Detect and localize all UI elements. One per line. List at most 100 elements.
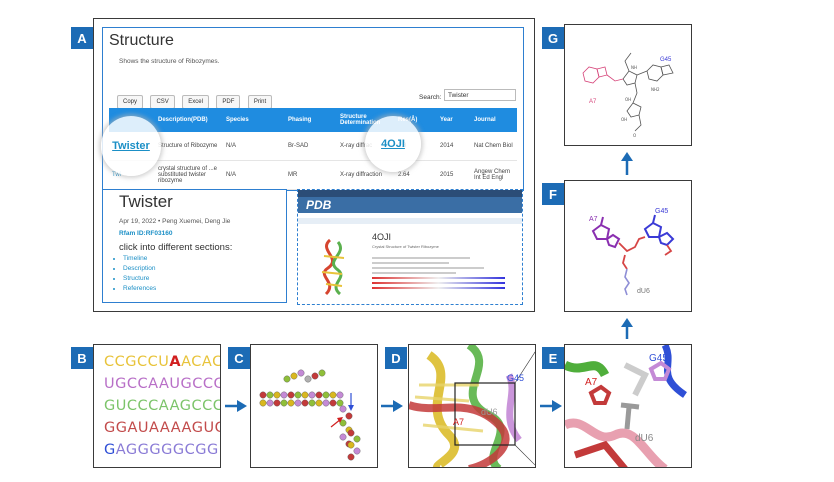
section-list: Timeline Description Structure Reference…	[107, 254, 156, 294]
nucleotide: A	[181, 354, 192, 370]
nucleotide: U	[203, 420, 215, 436]
pdb-logo: PDB	[306, 198, 332, 212]
sequence-line-1: CCGCCUAACAC	[104, 351, 220, 373]
nucleotide: C	[202, 398, 213, 414]
svg-text:OH: OH	[625, 97, 631, 102]
base-dot	[266, 391, 274, 399]
pdb-detail-lines	[372, 254, 512, 292]
col-phasing[interactable]: Phasing	[285, 108, 337, 132]
twister-link-lens[interactable]: Twister	[101, 116, 161, 176]
pdb-entry-id: 4OJI	[372, 232, 392, 242]
section-link-references[interactable]: References	[123, 284, 156, 294]
svg-text:OH: OH	[621, 117, 627, 122]
tertiary-structure-d: G45 dU6 A7	[409, 345, 535, 467]
pdb-link-lens[interactable]: 4OJI	[365, 116, 421, 172]
section-link-description[interactable]: Description	[123, 264, 156, 274]
f-label-du6: dU6	[637, 288, 650, 295]
base-dot	[336, 391, 344, 399]
base-dot	[301, 391, 309, 399]
nucleotide: G	[104, 442, 116, 458]
base-dot	[353, 447, 361, 455]
d-label-g45: G45	[507, 373, 524, 383]
secondary-structure-diagram	[259, 369, 361, 461]
search-value: Twister	[448, 92, 469, 99]
col-species[interactable]: Species	[223, 108, 285, 132]
nucleotide: C	[137, 376, 149, 392]
base-dot	[345, 412, 353, 420]
pdf-button[interactable]: PDF	[216, 95, 241, 109]
panel-label-d: D	[385, 347, 407, 369]
section-link-structure[interactable]: Structure	[123, 274, 156, 284]
base-dot	[315, 391, 323, 399]
base-dot	[322, 399, 330, 407]
base-dot	[353, 435, 361, 443]
svg-text:NH: NH	[631, 65, 637, 70]
panel-c	[250, 344, 378, 468]
nucleotide: G	[104, 398, 116, 414]
nucleotide: U	[115, 398, 127, 414]
structure-table: Description(PDB) Species Phasing Structu…	[109, 108, 517, 190]
nucleotide: C	[126, 376, 138, 392]
base-dot	[259, 391, 267, 399]
twister-link[interactable]: Twister	[112, 140, 150, 152]
f-label-g45: G45	[655, 208, 668, 215]
table-row: Twi crystal structure of ...e substitute…	[109, 160, 517, 190]
panel-label-c: C	[228, 347, 250, 369]
search-input[interactable]: Twister	[444, 89, 516, 101]
csv-button[interactable]: CSV	[150, 95, 175, 109]
excel-button[interactable]: Excel	[182, 95, 209, 109]
pdb-page-screenshot: PDB 4OJI Crystal Structure of Twister Ri…	[297, 189, 523, 305]
section-link-timeline[interactable]: Timeline	[123, 254, 156, 264]
col-description[interactable]: Description(PDB)	[155, 108, 223, 132]
nucleotide: A	[159, 420, 171, 436]
panel-f: A7 G45 dU6	[564, 180, 692, 312]
nucleotide: G	[207, 442, 219, 458]
base-dot	[308, 391, 316, 399]
nucleotide: U	[169, 376, 181, 392]
nucleotide: G	[125, 442, 138, 458]
row-description: crystal structure of ...e substituted tw…	[155, 160, 223, 190]
nucleotide: G	[115, 376, 127, 392]
pdb-id-link[interactable]: 4OJI	[381, 138, 405, 150]
col-journal[interactable]: Journal	[471, 108, 517, 132]
panel-e: G45 A7 dU6	[564, 344, 692, 468]
g-label-a7: A7	[589, 99, 597, 105]
g-label-g45: G45	[660, 57, 672, 63]
copy-button[interactable]: Copy	[117, 95, 144, 109]
base-dot	[294, 399, 302, 407]
print-button[interactable]: Print	[247, 95, 273, 109]
base-dot	[297, 369, 305, 377]
nucleotide: G	[149, 442, 162, 458]
col-year[interactable]: Year	[437, 108, 471, 132]
arrow-d-to-e	[540, 400, 562, 412]
d-label-a7: A7	[453, 417, 464, 427]
pdb-topbar	[298, 190, 522, 197]
base-dot	[294, 391, 302, 399]
pdb-tabbar	[298, 218, 522, 224]
table-header-row: Description(PDB) Species Phasing Structu…	[109, 108, 517, 132]
row-journal: Angew Chem Int Ed Engl	[471, 160, 517, 190]
nucleotide: G	[180, 376, 193, 392]
search-label: Search:	[419, 94, 442, 101]
base-dot	[318, 369, 326, 377]
row-species: N/A	[223, 160, 285, 190]
sequence-line-5: GAGGGGGCGG	[104, 439, 220, 461]
svg-text:NH2: NH2	[651, 87, 660, 92]
nucleotide: C	[147, 354, 159, 370]
pdb-entry-title: Crystal Structure of Twister Ribozyme	[372, 244, 439, 249]
nucleotide: G	[214, 376, 221, 392]
d-label-du6: dU6	[481, 407, 498, 417]
row-phasing: MR	[285, 160, 337, 190]
base-dot	[347, 429, 355, 437]
rfam-id: Rfam ID:RF03160	[119, 230, 173, 237]
nucleotide: A	[181, 420, 192, 436]
nucleotide: C	[137, 354, 148, 370]
nucleotide: G	[179, 398, 192, 414]
arrow-b-to-c	[225, 400, 247, 412]
card-title: Twister	[119, 192, 173, 211]
nucleotide: C	[213, 398, 220, 414]
nucleotide: G	[137, 442, 150, 458]
